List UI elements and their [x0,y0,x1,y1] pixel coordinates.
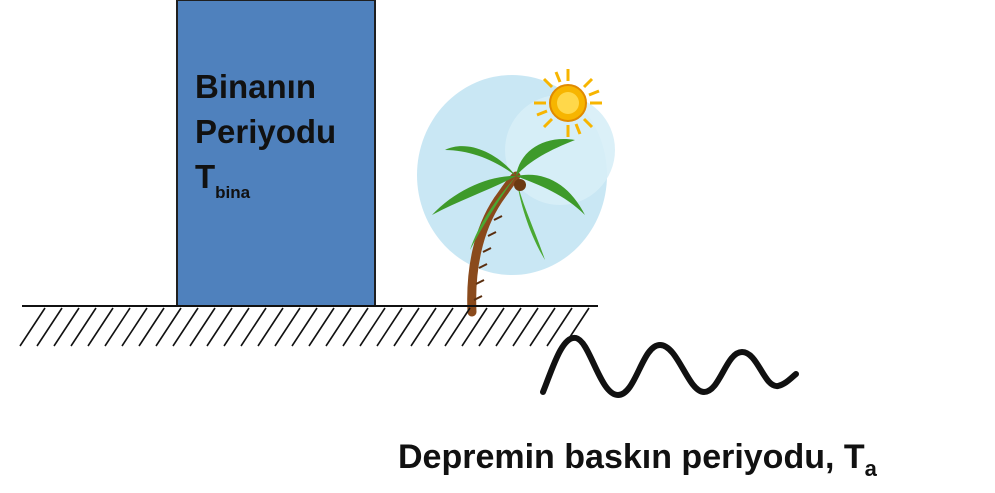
hatch-mark [138,307,165,347]
hatch-mark [478,307,505,347]
hatch-mark [461,307,488,347]
hatch-mark [189,307,216,347]
hatch-mark [393,307,420,347]
building-symbol-T: T [195,158,216,195]
hatch-mark [308,307,335,347]
hatch-mark [121,307,148,347]
building-period-symbol: Tbina [195,154,336,205]
building-period-label: Binanın Periyodu Tbina [195,64,336,205]
hatch-mark [104,307,131,347]
caption-symbol-T: T [843,438,865,476]
hatch-mark [444,307,471,347]
hatch-mark [206,307,233,347]
hatch-mark [223,307,250,347]
hatch-mark [376,307,403,347]
ground-hatching [19,307,590,347]
hatch-mark [53,307,80,347]
hatch-mark [495,307,522,347]
hatch-mark [546,307,573,347]
building-label-line2: Periyodu [195,113,337,150]
hatch-mark [240,307,267,347]
hatch-mark [342,307,369,347]
caption-text: Depremin baskın periyodu, [398,438,844,476]
hatch-mark [359,307,386,347]
hatch-mark [19,307,46,347]
earthquake-period-caption: Depremin baskın periyodu, Ta [398,438,877,481]
hatch-mark [87,307,114,347]
hatch-mark [512,307,539,347]
sun-icon [534,69,602,137]
hatch-mark [257,307,284,347]
hatch-mark [155,307,182,347]
hatch-mark [325,307,352,347]
hatch-mark [529,307,556,347]
building-symbol-subscript: bina [215,183,251,202]
building-rect [176,0,376,307]
caption-symbol-subscript: a [864,456,877,481]
hatch-mark [274,307,301,347]
hatch-mark [70,307,97,347]
hatch-mark [36,307,63,347]
hatch-mark [410,307,437,347]
hatch-mark [291,307,318,347]
earthquake-wave [540,335,799,398]
hatch-mark [172,307,199,347]
hatch-mark [427,307,454,347]
building-label-line1: Binanın [195,68,316,105]
